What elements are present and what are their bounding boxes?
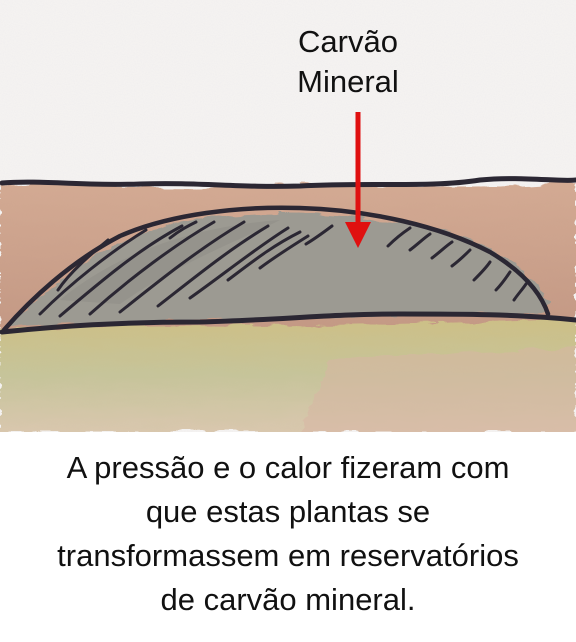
dome-line: [1, 205, 551, 333]
coal-label-line-2: Mineral: [297, 64, 399, 99]
caption-line-1: A pressão e o calor fizeram com: [66, 450, 510, 485]
coal-lens: [10, 213, 548, 326]
coal-label: Carvão Mineral: [228, 22, 468, 102]
base-line: [0, 311, 576, 335]
coal-deposit-illustration: [0, 0, 576, 432]
sand-tint: [300, 346, 576, 432]
caption: A pressão e o calor fizeram com que esta…: [0, 446, 576, 622]
caption-line-2: que estas plantas se: [145, 494, 431, 529]
caption-line-3: transformassem em reservatórios: [57, 538, 519, 573]
pointer-arrow: [345, 112, 371, 248]
coal-lens-shade: [60, 220, 280, 304]
surface-line: [0, 176, 576, 189]
coal-hatching: [38, 220, 528, 318]
caption-line-4: de carvão mineral.: [160, 582, 416, 617]
coal-label-line-1: Carvão: [298, 24, 398, 59]
